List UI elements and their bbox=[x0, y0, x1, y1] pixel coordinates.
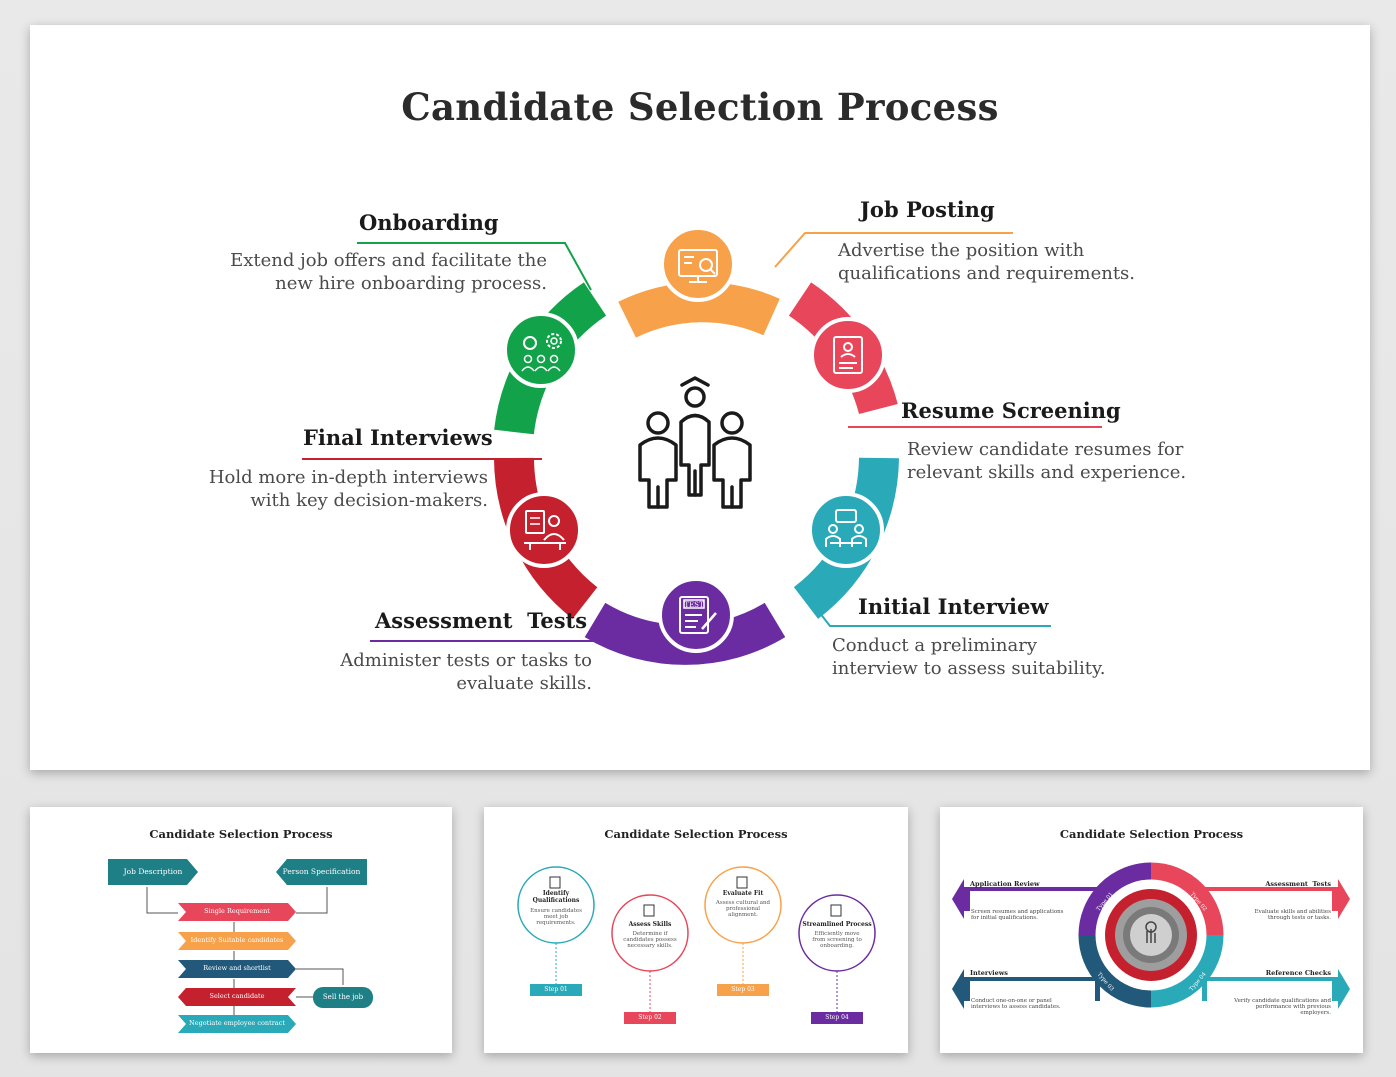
step-card-title: Identify Qualifications bbox=[532, 890, 580, 904]
resume-document-icon bbox=[810, 317, 886, 393]
job-description-shape bbox=[108, 859, 198, 885]
step-title-initial-interview: Initial Interview bbox=[858, 594, 1049, 619]
person-specification-shape bbox=[276, 859, 367, 885]
monitor-search-icon bbox=[660, 226, 736, 302]
interviewer-desk-icon bbox=[506, 492, 582, 568]
people-group-icon bbox=[638, 376, 752, 509]
step-title-job-posting: Job Posting bbox=[860, 197, 995, 222]
step-badge: Step 01 bbox=[544, 986, 568, 993]
card-desc: Conduct one-on-one or panel interviews t… bbox=[971, 998, 1061, 1010]
step-card-title: Evaluate Fit bbox=[722, 890, 764, 897]
flowchart bbox=[108, 859, 373, 1033]
flow-step-label: Single Requirement bbox=[204, 907, 270, 915]
step-badge: Step 04 bbox=[825, 1014, 849, 1021]
person-specification-label: Person Specification bbox=[282, 867, 361, 876]
thumb-title: Candidate Selection Process bbox=[149, 827, 333, 841]
arc-job-posting bbox=[618, 282, 780, 338]
card-desc: Evaluate skills and abilities through te… bbox=[1254, 909, 1331, 921]
interview-meeting-icon bbox=[808, 492, 884, 568]
cycle-diagram: TEST bbox=[302, 226, 1102, 665]
card-desc: Verify candidate qualifications and perf… bbox=[1234, 998, 1331, 1016]
test-clipboard-icon: TEST bbox=[658, 577, 734, 653]
leader-job-posting bbox=[774, 232, 1013, 268]
job-description-label: Job Description bbox=[123, 867, 183, 876]
flow-step-label: Negotiate employee contract bbox=[189, 1019, 285, 1027]
thumbnail-circular-arrows[interactable]: Candidate Selection Process Application … bbox=[940, 807, 1363, 1053]
card-title: Assessment Tests bbox=[1265, 880, 1331, 888]
circular-arrows-graphic bbox=[952, 862, 1350, 1009]
thumb-title: Candidate Selection Process bbox=[1059, 827, 1244, 841]
step-card-desc: Determine if candidates possess necessar… bbox=[623, 931, 677, 949]
svg-text:TEST: TEST bbox=[684, 601, 704, 609]
leader-onboarding bbox=[357, 242, 592, 291]
thumbnail-flowchart[interactable]: Candidate Selection Process Job Descript… bbox=[30, 807, 452, 1053]
team-gear-icon bbox=[503, 312, 579, 388]
page-title: Candidate Selection Process bbox=[401, 85, 999, 129]
step-card-desc: Efficiently move from screening to onboa… bbox=[812, 931, 862, 949]
card-desc: Screen resumes and applications for init… bbox=[971, 909, 1064, 921]
leader-initial-interview bbox=[797, 584, 1051, 627]
step-badge: Step 02 bbox=[638, 1014, 662, 1021]
leader-assessment bbox=[370, 622, 627, 642]
thumb-title: Candidate Selection Process bbox=[604, 827, 788, 841]
hand-tap-icon bbox=[1145, 921, 1157, 943]
card-title: Reference Checks bbox=[1265, 969, 1331, 977]
step-card-title: Streamlined Process bbox=[802, 921, 872, 928]
step-badge: Step 03 bbox=[731, 986, 755, 993]
step-card-desc: Ensure candidates meet job requirements. bbox=[530, 908, 582, 926]
sell-job-label: Sell the job bbox=[322, 993, 364, 1001]
flow-step-label: Select candidate bbox=[209, 992, 265, 1000]
flow-step-label: Identify Suitable candidates bbox=[190, 936, 284, 944]
main-slide: Candidate Selection Process bbox=[30, 25, 1370, 770]
step-title-onboarding: Onboarding bbox=[359, 210, 499, 235]
step-title-assessment-tests: Assessment Tests bbox=[375, 608, 588, 633]
step-title-final-interviews: Final Interviews bbox=[303, 425, 493, 450]
step-card-title: Assess Skills bbox=[628, 921, 672, 928]
step-card-desc: Assess cultural and professional alignme… bbox=[715, 900, 771, 918]
flow-step-label: Review and shortlist bbox=[203, 964, 271, 972]
thumbnail-steps[interactable]: Candidate Selection Process Identify Qua… bbox=[484, 807, 908, 1053]
step-title-resume-screening: Resume Screening bbox=[901, 398, 1121, 423]
steps-graphic bbox=[517, 866, 876, 1024]
card-title: Application Review bbox=[970, 880, 1040, 888]
card-title: Interviews bbox=[970, 969, 1008, 977]
